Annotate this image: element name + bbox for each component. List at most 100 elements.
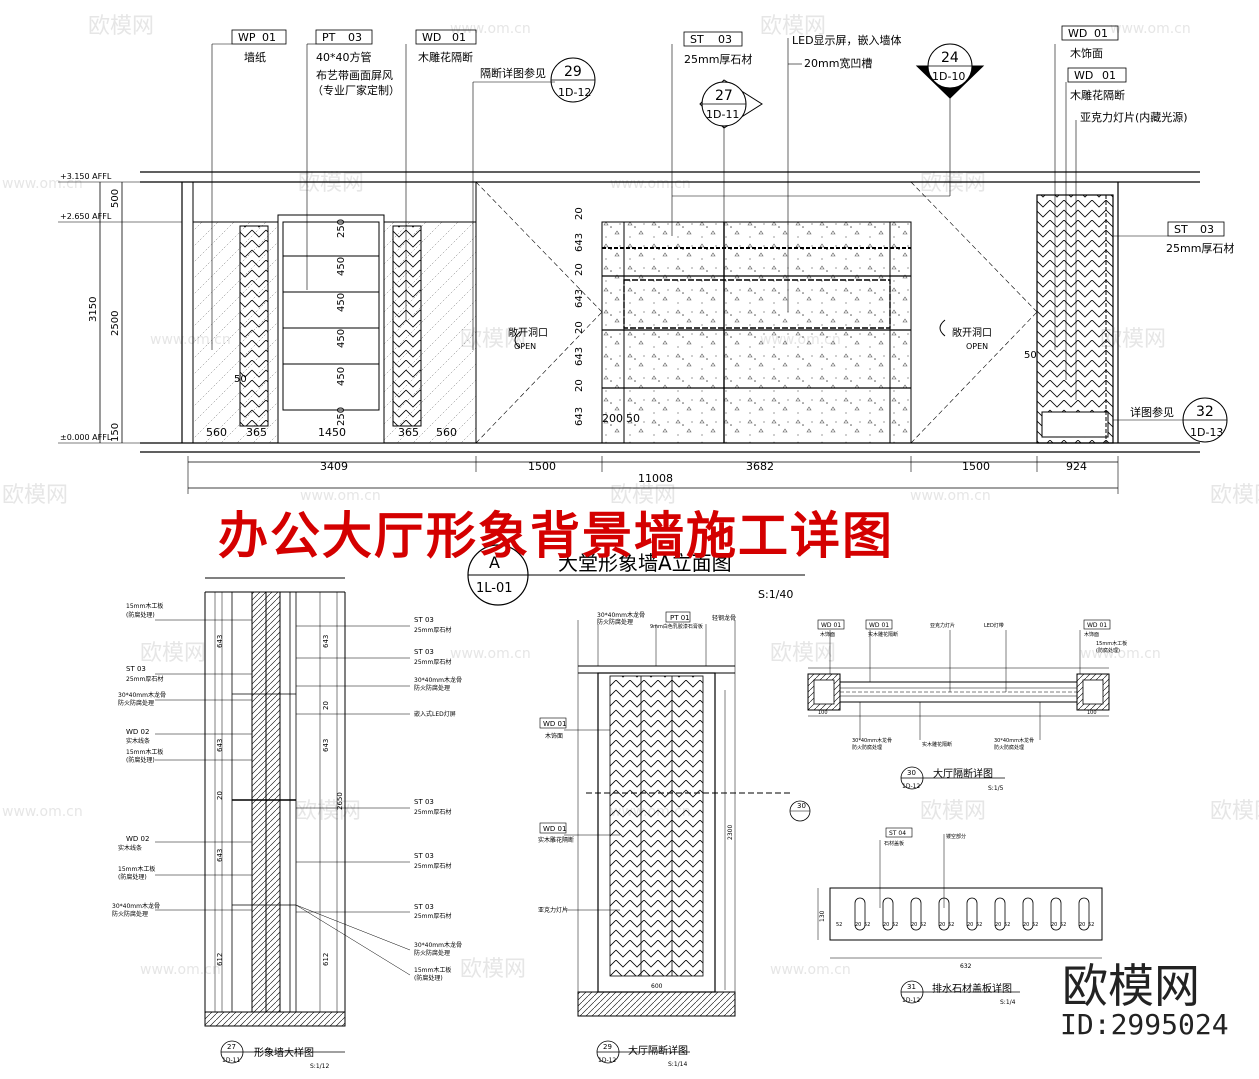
watermark-logo: 欧模网 [920,171,986,196]
page-title: 办公大厅形象背景墙施工详图 [218,507,894,565]
dim-label: 643 [574,407,585,426]
watermark-url: www.om.cn [450,21,531,37]
svg-text:ST 03: ST 03 [414,903,434,911]
watermark-url: www.om.cn [610,176,691,192]
elevation-ref-sheet: 1L-01 [476,581,513,596]
svg-text:防火防腐处理: 防火防腐处理 [118,699,154,707]
slot-dim: 20 [1051,922,1057,928]
callout-tag: ST [690,33,704,46]
ref-num: 24 [941,50,959,66]
slot-dim: 20 [911,922,917,928]
detail-30-drawing [807,619,1111,790]
note-text: 亚克力灯片(内藏光源) [1080,110,1188,124]
svg-text:15mm木工板: 15mm木工板 [414,966,451,974]
svg-text:25mm厚石材: 25mm厚石材 [414,808,451,816]
callout-num: 03 [718,33,732,46]
svg-text:643: 643 [216,635,224,648]
note-text: 20mm宽凹槽 [804,56,872,70]
elevation-drawing [58,25,1228,606]
dim-label: 365 [398,426,419,439]
brand-logo: 欧模网 [1062,959,1200,1013]
svg-text:(防腐处理): (防腐处理) [1096,647,1120,654]
level-label: ±0.000 AFFL [60,433,112,442]
slot-dim: 52 [1004,922,1010,928]
svg-text:2300: 2300 [727,825,734,840]
ref-sheet: 1D-12 [558,86,591,99]
dim-label: 50 [626,412,640,425]
dim-label: 150 [110,423,121,442]
level-label: +3.150 AFFL [60,172,112,181]
detail-scale: S:1/4 [1000,999,1016,1006]
watermark-logo: 欧模网 [770,641,836,666]
elevation-name: 大堂形象墙A立面图 [558,551,732,575]
detail-num: 29 [603,1043,612,1051]
detail-31-drawing [817,827,1103,1004]
svg-text:100: 100 [1087,710,1097,716]
callout-num: 03 [1200,223,1214,236]
svg-text:25mm厚石材: 25mm厚石材 [414,626,451,634]
dim-label: 2500 [110,311,121,336]
svg-text:防火防腐处理: 防火防腐处理 [112,910,148,918]
dim-label: 20 [574,207,585,220]
callout-tag: PT [322,31,336,44]
slot-dim: 20 [1079,922,1085,928]
svg-text:30*40mm木龙骨: 30*40mm木龙骨 [414,676,462,684]
dim-label: 1500 [962,460,990,473]
svg-text:亚克力灯片: 亚克力灯片 [538,906,568,914]
dim-label: 450 [336,367,347,386]
svg-text:9mm白色乳胶漆石膏板: 9mm白色乳胶漆石膏板 [650,623,703,630]
watermark-url: www.om.cn [770,962,851,978]
slot-dim: 52 [1060,922,1066,928]
callout-tag: WD [422,31,441,44]
svg-text:ST 03: ST 03 [414,798,434,806]
svg-text:WD 02: WD 02 [126,728,149,736]
slot-dim: 52 [864,922,870,928]
slot-dim: 52 [948,922,954,928]
dim-label: 3682 [746,460,774,473]
svg-text:30: 30 [797,802,806,810]
detail-sheet: 1D-12 [902,783,920,790]
detail-31-text: ST 04 石材盖板 镂空部分 632 130 31 1D-12 排水石材盖板详… [819,830,1094,1006]
svg-text:30*40mm木龙骨: 30*40mm木龙骨 [414,941,462,949]
detail-name: 大厅隔断详图 [933,767,993,780]
svg-text:30*40mm木龙骨: 30*40mm木龙骨 [994,737,1034,744]
detail-scale: S:1/5 [988,785,1004,792]
svg-text:防火防腐处理: 防火防腐处理 [414,684,450,692]
ref-num: 27 [715,88,733,104]
callout-text: 25mm厚石材 [1166,241,1234,255]
watermark-url: www.om.cn [140,962,221,978]
dim-label: 3409 [320,460,348,473]
ref-num: 29 [564,64,582,80]
svg-text:643: 643 [322,635,330,648]
detail-scale: S:1/14 [668,1061,687,1068]
note-text: 详图参见 [1130,405,1174,419]
slot-dim: 20 [883,922,889,928]
svg-text:亚克力灯片: 亚克力灯片 [930,622,955,629]
watermark-logo: 欧模网 [2,483,68,508]
note-text: LED显示屏，嵌入墙体 [792,33,902,47]
callout-num: 01 [452,31,466,44]
svg-text:612: 612 [216,953,224,966]
brand-id: ID:2995024 [1060,1008,1229,1041]
svg-text:ST 03: ST 03 [414,616,434,624]
detail-30-text: WD 01 木饰面 WD 01 实木雕花隔断 亚克力灯片 LED灯带 WD 01… [818,622,1127,792]
elevation-ref-letter: A [489,553,500,572]
svg-text:612: 612 [322,953,330,966]
callout-tag: WP [238,31,256,44]
watermark-url: www.om.cn [450,646,531,662]
detail-sheet: 1D-11 [222,1057,240,1064]
dim-label: 560 [436,426,457,439]
svg-text:WD 01: WD 01 [1087,622,1107,629]
callout-num: 01 [1102,69,1116,82]
dim-label: 250 [336,407,347,426]
svg-text:WD 01: WD 01 [543,720,566,728]
svg-text:实木线条: 实木线条 [118,844,142,852]
callout-tag: ST [1174,223,1188,236]
callout-tag: WD [1068,27,1087,40]
dim-label: 560 [206,426,227,439]
watermark-url: www.om.cn [300,488,381,504]
svg-text:防火防腐处理: 防火防腐处理 [994,744,1024,751]
detail-name: 大厅隔断详图 [628,1044,688,1057]
svg-text:643: 643 [216,849,224,862]
watermark-logo: 欧模网 [298,171,364,196]
